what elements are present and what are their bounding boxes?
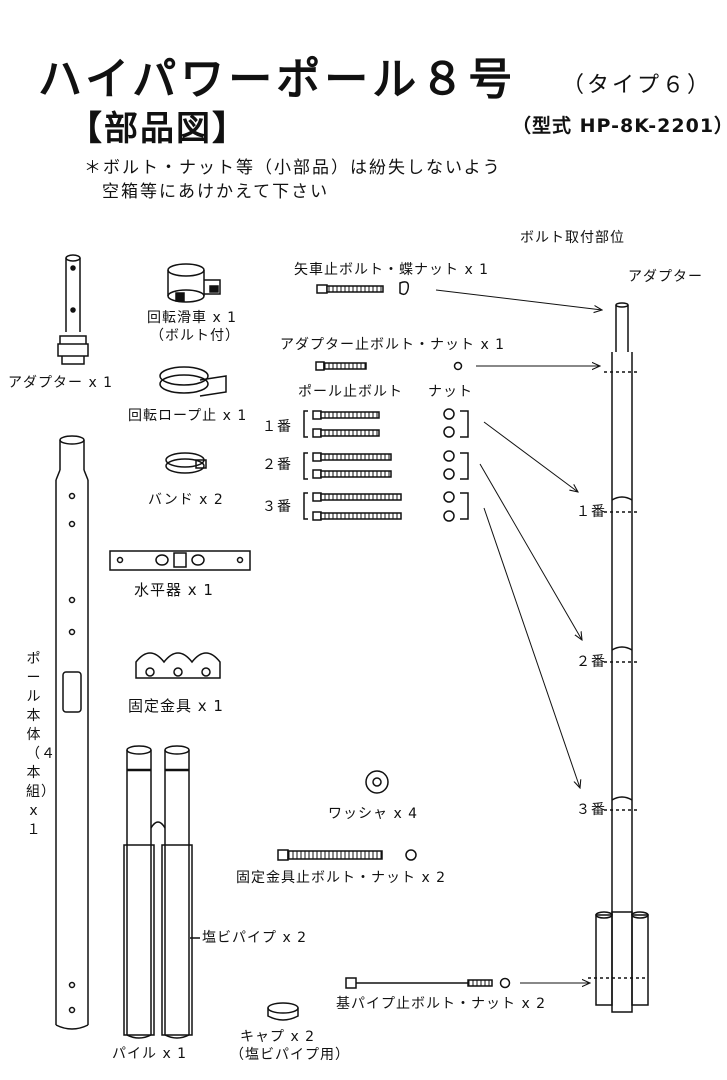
bolt-group: [277, 281, 511, 989]
label-bracket-bolt: 固定金具止ボルト・ナット x 2: [236, 870, 447, 886]
label-assembly-no2: ２番: [576, 654, 606, 670]
label-bolt-no2: ２番: [262, 457, 292, 473]
pulley-part: [167, 263, 221, 303]
label-rope-stop: 回転ロープ止 x 1: [128, 408, 248, 424]
label-pulley-sub: （ボルト付）: [150, 328, 240, 344]
bracket-part: [135, 652, 221, 679]
label-pole-bolt: ポール止ボルト: [298, 384, 403, 400]
label-adapter-bolt: アダプター止ボルト・ナット x 1: [280, 337, 506, 353]
washer-part: [365, 770, 389, 794]
adapter-part: [57, 254, 89, 365]
label-arrow-bolt: 矢車止ボルト・蝶ナット x 1: [294, 262, 490, 278]
model-number: （型式 HP-8K-2201）: [512, 115, 727, 137]
page-title: ハイパワーポール８号: [38, 54, 517, 105]
label-bracket: 固定金具 x 1: [128, 697, 224, 715]
label-assembly-no1: １番: [576, 504, 606, 520]
label-assembly-no3: ３番: [576, 802, 606, 818]
connector-arrows: [435, 289, 602, 983]
label-pvc-pipe: 塩ビパイプ x 2: [202, 930, 308, 946]
label-bolt-no3: ３番: [262, 499, 292, 515]
assembled-pole: [588, 302, 649, 1013]
note-line-1: ＊ボルト・ナット等（小部品）は紛失しないよう: [84, 158, 502, 178]
rope-stop-part: [159, 366, 227, 397]
label-bolt-no1: １番: [262, 419, 292, 435]
band-part: [165, 452, 207, 474]
section-heading: 【部品図】: [68, 109, 248, 149]
label-cap: キャプ x 2: [240, 1029, 316, 1045]
label-cap-sub: （塩ビパイプ用）: [230, 1047, 350, 1063]
label-level: 水平器 x 1: [134, 581, 214, 599]
label-base-pipe-bolt: 基パイプ止ボルト・ナット x 2: [336, 996, 547, 1012]
label-nut: ナット: [428, 384, 473, 400]
level-part: [109, 550, 251, 571]
label-pile: パイル x 1: [112, 1046, 188, 1062]
label-washer: ワッシャ x 4: [328, 806, 419, 822]
label-assembly-adapter: アダプター: [628, 269, 703, 285]
pole-body-part: [55, 435, 89, 1030]
label-assembly-heading: ボルト取付部位: [520, 230, 625, 246]
label-pulley: 回転滑車 x 1: [147, 310, 238, 326]
type-label: （タイプ６）: [562, 73, 713, 98]
label-adapter: アダプター x 1: [8, 375, 114, 391]
pile-part: [123, 745, 200, 1039]
label-band: バンド x 2: [148, 492, 224, 508]
note-line-2: 空箱等にあけかえて下さい: [102, 182, 330, 202]
cap-part: [267, 1002, 299, 1021]
